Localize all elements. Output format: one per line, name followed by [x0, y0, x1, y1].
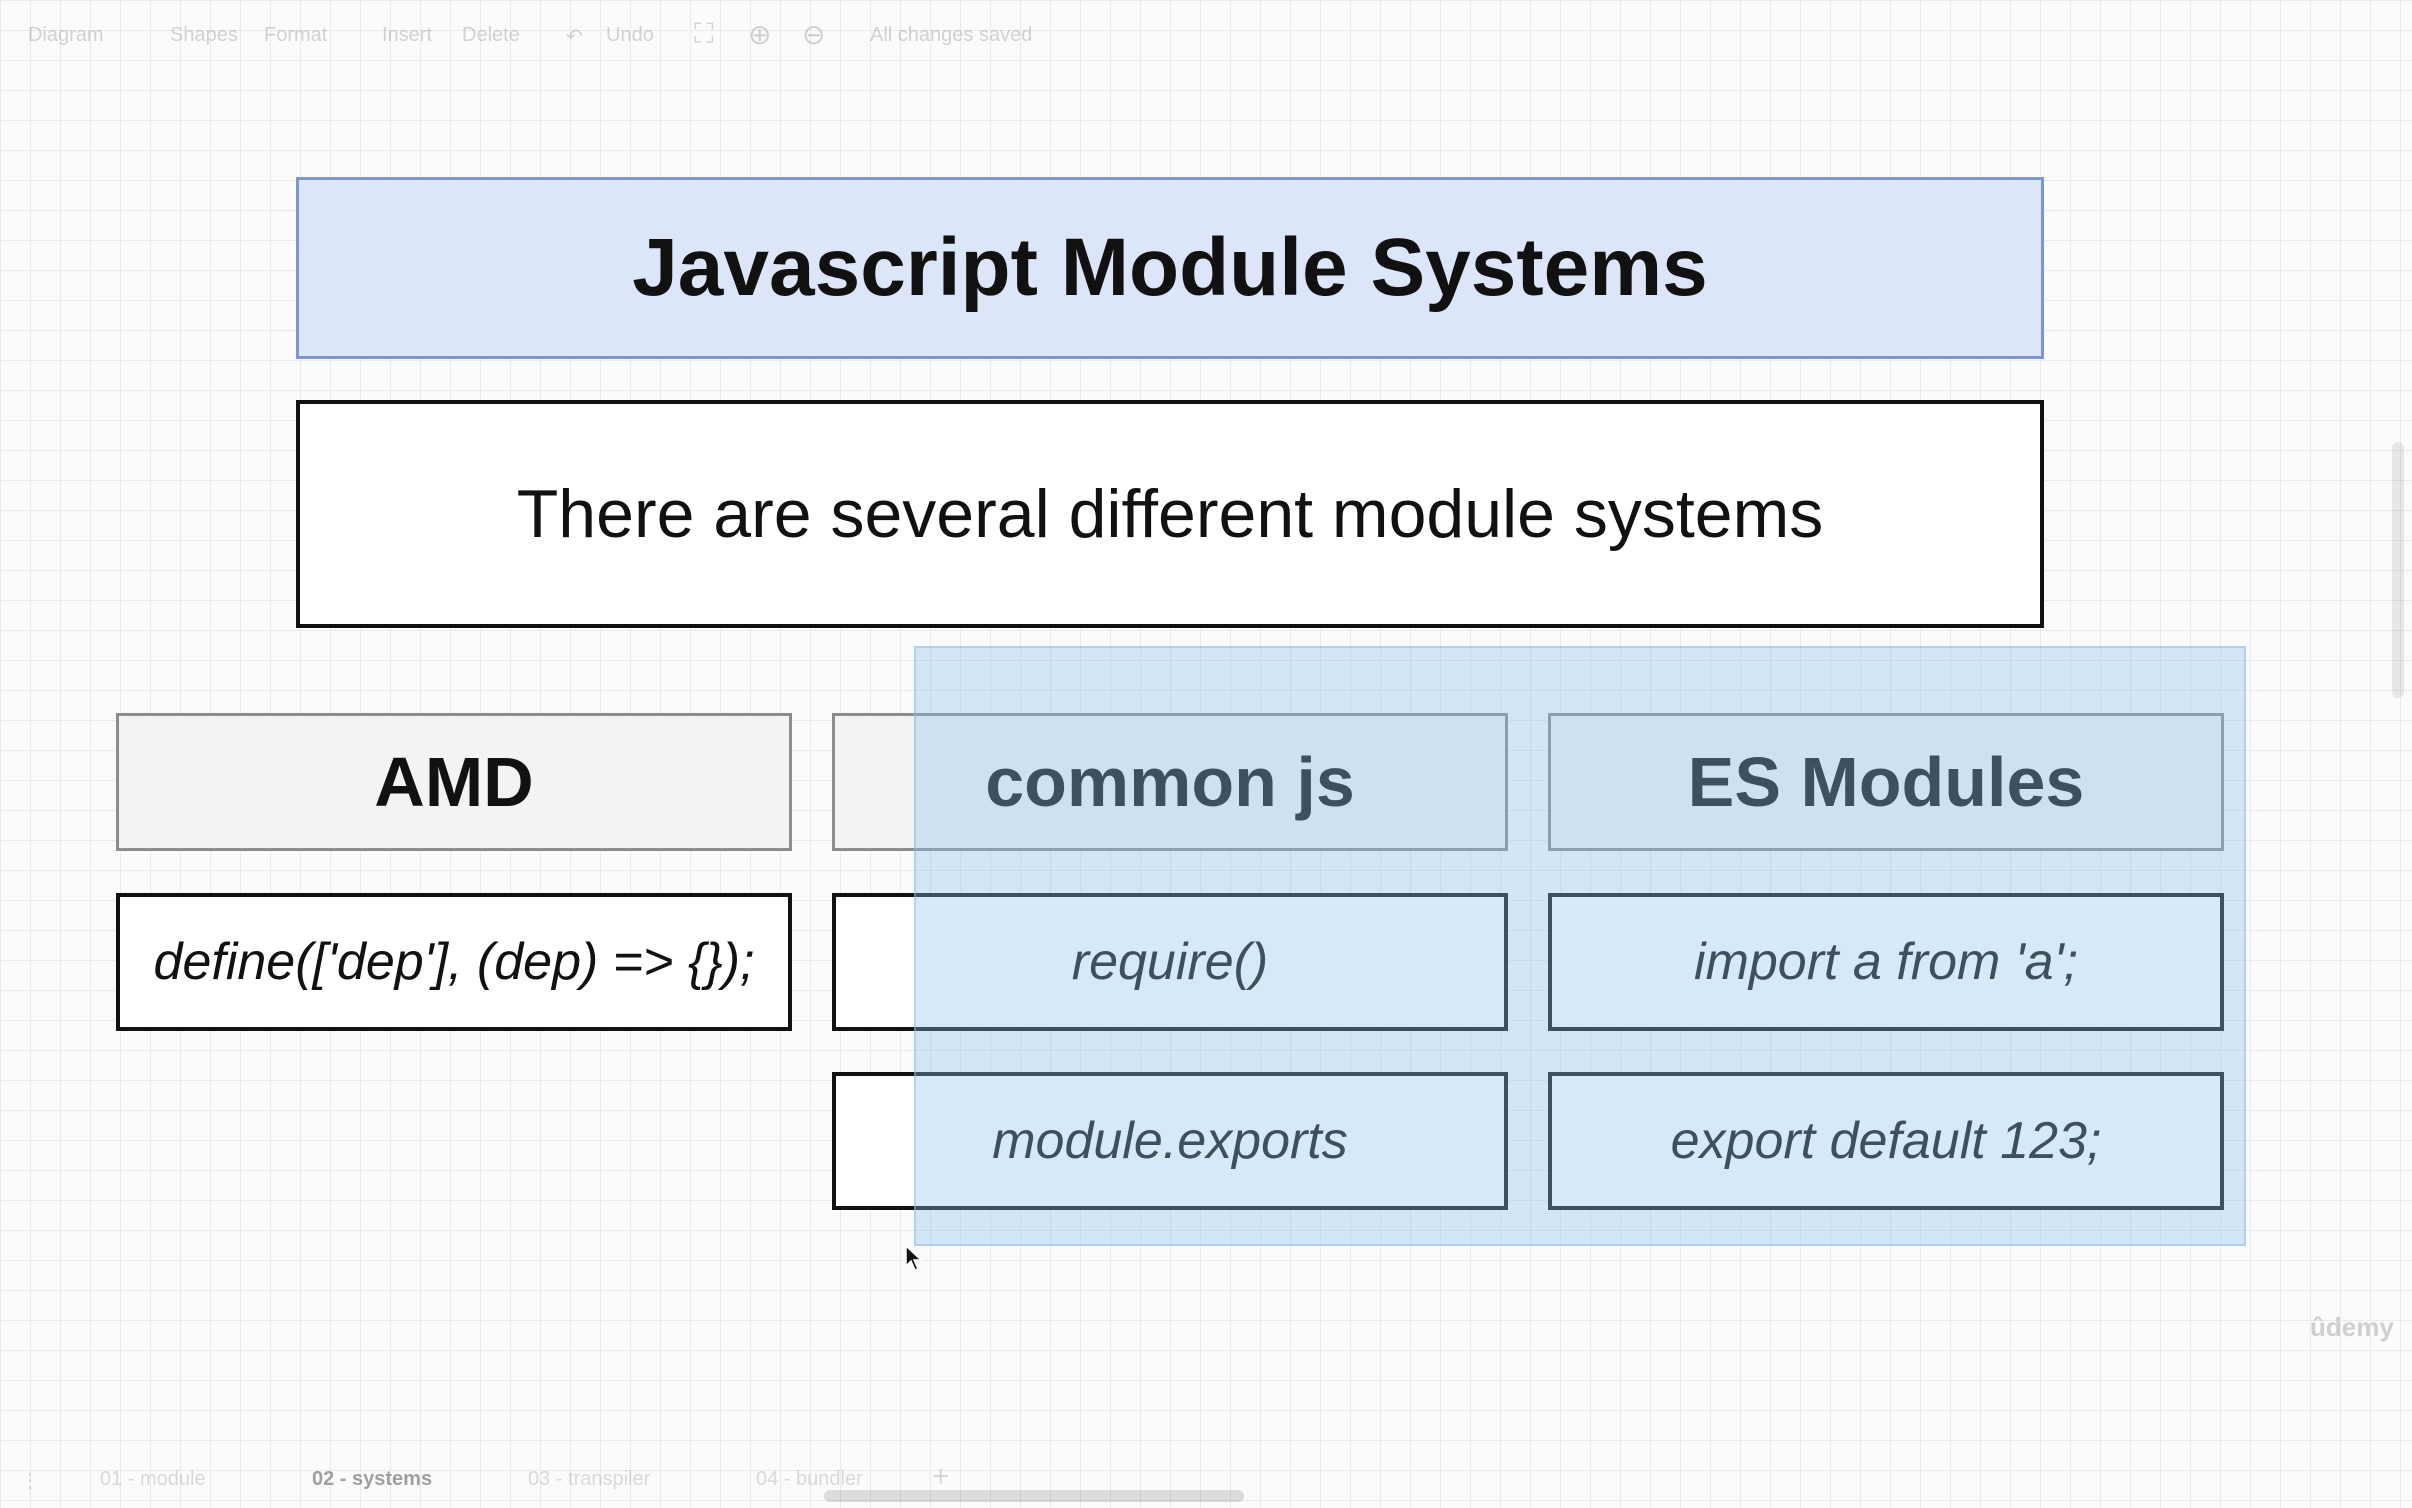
tab-01-module[interactable]: 01 - module: [100, 1468, 206, 1490]
undo-icon[interactable]: ↶: [566, 26, 583, 48]
delete-button[interactable]: Delete: [462, 24, 520, 46]
save-status: All changes saved: [870, 24, 1033, 46]
format-tab[interactable]: Format: [264, 24, 328, 46]
undo-button[interactable]: Undo: [606, 24, 654, 46]
tab-03-transpiler[interactable]: 03 - transpiler: [528, 1468, 651, 1490]
es-modules-header-box[interactable]: ES Modules: [1548, 713, 2224, 851]
fullscreen-icon[interactable]: ⛶: [694, 18, 714, 49]
tabs-menu-icon[interactable]: ⋮: [20, 1470, 40, 1492]
tab-04-bundler[interactable]: 04 - bundler: [756, 1468, 863, 1490]
es-export-box[interactable]: export default 123;: [1548, 1072, 2224, 1210]
commonjs-header-box[interactable]: common js: [832, 713, 1508, 851]
diagram-menu[interactable]: Diagram: [28, 24, 104, 46]
insert-menu[interactable]: Insert: [382, 24, 433, 46]
commonjs-require-box[interactable]: require(): [832, 893, 1508, 1031]
toolbar: Diagram Shapes Format Insert Delete ↶ Un…: [0, 0, 2412, 72]
amd-header-box[interactable]: AMD: [116, 713, 792, 851]
diagram-subtitle-box[interactable]: There are several different module syste…: [296, 400, 2044, 628]
horizontal-scrollbar[interactable]: [824, 1490, 1244, 1502]
tab-02-systems[interactable]: 02 - systems: [312, 1468, 433, 1490]
add-page-icon[interactable]: +: [932, 1460, 950, 1493]
shapes-tab[interactable]: Shapes: [170, 24, 238, 46]
zoom-out-icon[interactable]: ⊖: [802, 19, 826, 50]
amd-define-box[interactable]: define(['dep'], (dep) => {});: [116, 893, 792, 1031]
udemy-watermark: ûdemy: [2310, 1312, 2394, 1342]
commonjs-exports-box[interactable]: module.exports: [832, 1072, 1508, 1210]
vertical-scrollbar[interactable]: [2392, 442, 2404, 698]
diagram-title-box[interactable]: Javascript Module Systems: [296, 177, 2044, 359]
page-tabs: ⋮ 01 - module 02 - systems 03 - transpil…: [0, 1454, 2412, 1508]
zoom-in-icon[interactable]: ⊕: [748, 19, 772, 50]
mouse-cursor-icon: [905, 1244, 923, 1271]
es-import-box[interactable]: import a from 'a';: [1548, 893, 2224, 1031]
